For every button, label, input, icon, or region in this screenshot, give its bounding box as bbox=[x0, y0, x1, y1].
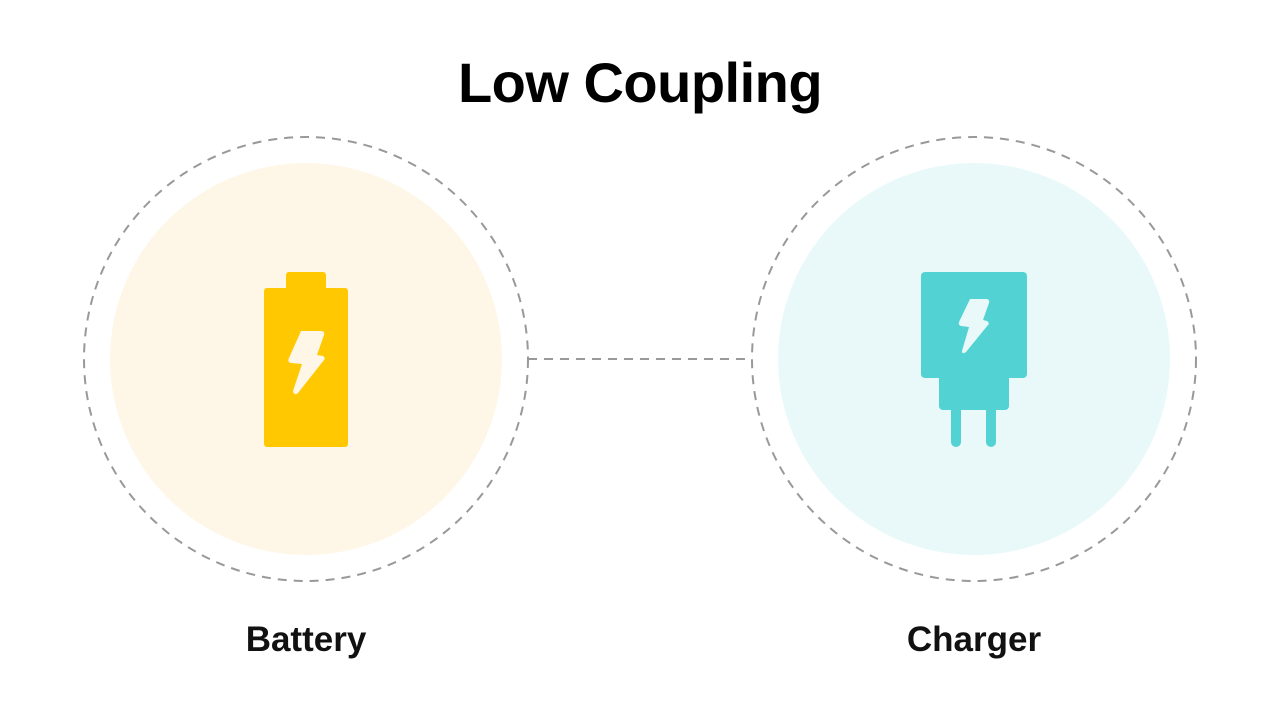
page-title: Low Coupling bbox=[457, 51, 823, 114]
battery-label: Battery bbox=[245, 620, 367, 659]
charger-node bbox=[751, 136, 1197, 582]
bolt-icon bbox=[958, 299, 990, 354]
bolt-icon bbox=[288, 331, 325, 395]
charger-label: Charger bbox=[906, 620, 1042, 659]
charger-dashed-ring bbox=[751, 136, 1197, 582]
battery-icon bbox=[264, 272, 348, 447]
battery-node bbox=[83, 136, 529, 582]
charger-icon bbox=[921, 272, 1027, 447]
